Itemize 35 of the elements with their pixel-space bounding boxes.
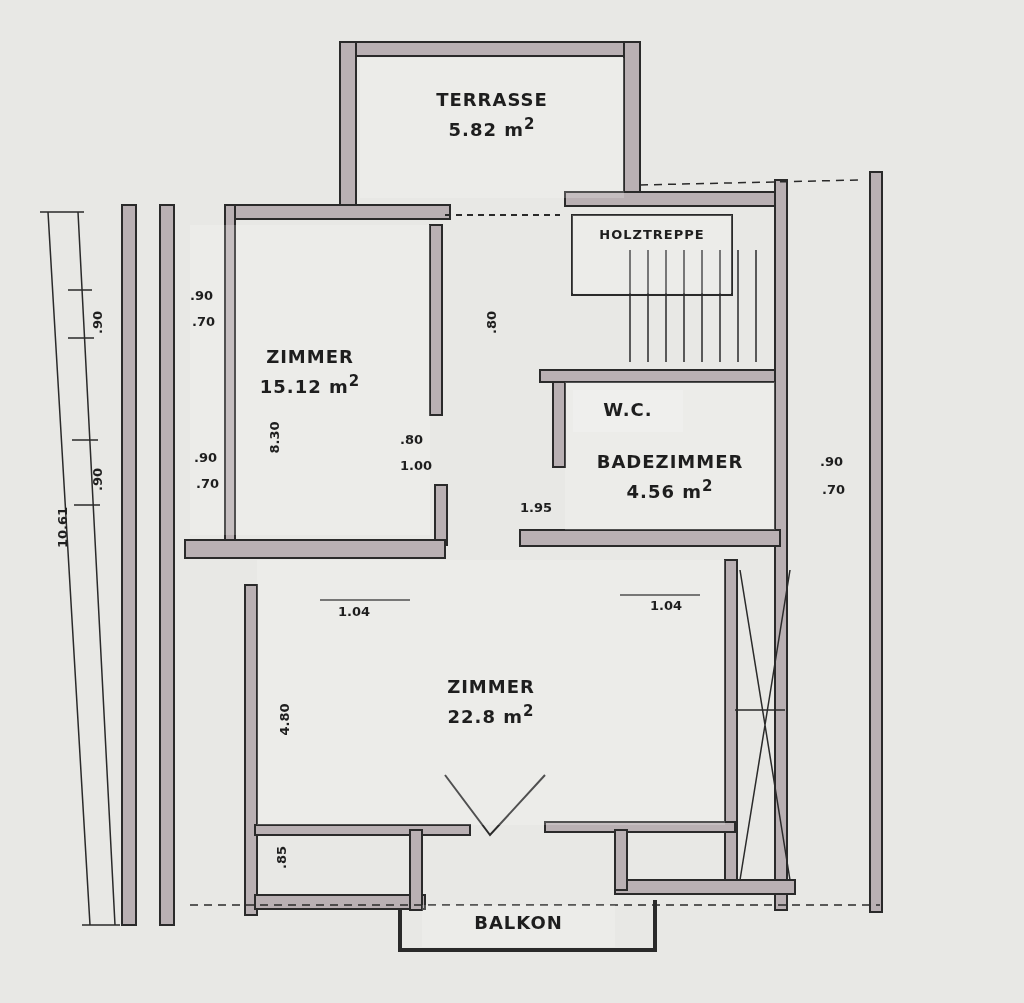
dimension-label: 10.61 <box>55 506 71 549</box>
room-area-label: 22.8 m$^{2}$ <box>447 701 535 729</box>
dimension-label: .80 <box>484 311 499 334</box>
room-name: HOLZTREPPE <box>599 226 705 244</box>
dimension-label: .90 <box>90 468 105 491</box>
dimension-label: .90 <box>90 311 105 334</box>
dimension-label: 1.04 <box>650 598 683 613</box>
dimension-label: .80 <box>400 432 424 447</box>
room <box>257 560 725 825</box>
room-name: BALKON <box>474 911 563 935</box>
room <box>565 382 775 530</box>
room-area-label: 15.12 m$^{2}$ <box>259 371 361 399</box>
room-name: BADEZIMMER <box>596 450 744 474</box>
dimension-label: 8.30 <box>266 421 282 454</box>
dimension-label: .90 <box>194 450 218 465</box>
room <box>190 225 430 535</box>
room-name: TERRASSE <box>436 88 548 112</box>
room-name: W.C. <box>603 398 653 422</box>
dimension-label: .90 <box>820 454 844 469</box>
room <box>572 215 732 293</box>
room-area-label: 4.56 m$^{2}$ <box>626 476 714 504</box>
dimension-label: 4.80 <box>276 703 292 736</box>
room <box>422 905 615 947</box>
room <box>360 58 624 198</box>
dimension-label: 1.00 <box>400 458 433 473</box>
dimension-label: .70 <box>196 476 220 491</box>
room-name: ZIMMER <box>266 345 354 369</box>
room-name: ZIMMER <box>447 675 535 699</box>
dimension-label: .70 <box>822 482 846 497</box>
dimension-label: 1.95 <box>520 500 553 515</box>
dimension-label: .90 <box>190 288 214 303</box>
dimension-label: 1.04 <box>338 604 371 619</box>
dimension-label: .70 <box>192 314 216 329</box>
dimension-label: .85 <box>274 846 289 869</box>
room-area-label: 5.82 m$^{2}$ <box>448 114 536 142</box>
